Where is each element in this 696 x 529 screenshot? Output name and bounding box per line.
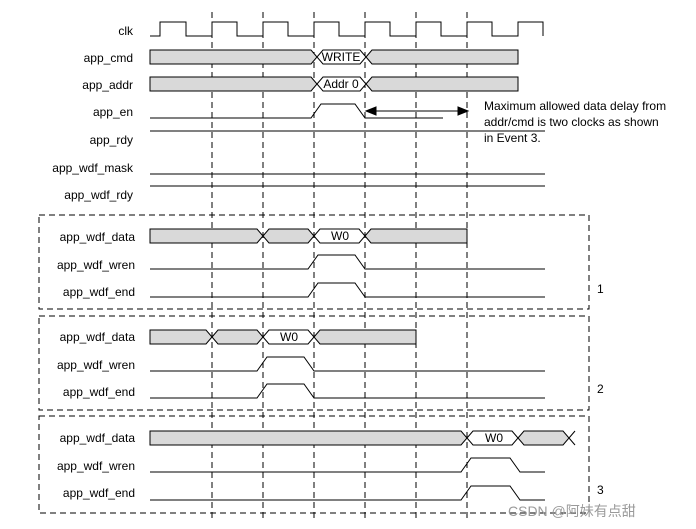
app-cmd-bus-tail — [365, 49, 519, 65]
signal-label-app-rdy: app_rdy — [90, 133, 133, 147]
annotation-line-3: in Event 3. — [484, 131, 541, 145]
event-numbers: 1 2 3 — [597, 282, 604, 497]
annotation-line-2: addr/cmd is two clocks as shown — [484, 115, 659, 129]
event-1-label-wdf-data: app_wdf_data — [60, 230, 136, 244]
event-1-wdf-data-bus — [149, 228, 264, 244]
app-cmd-value: WRITE — [322, 50, 361, 64]
watermark: CSDN @阿妹有点甜 — [508, 503, 636, 519]
event-3-wdf-data-seg — [517, 430, 570, 446]
event-2-wdf-data-bus — [149, 329, 213, 345]
event-1-box — [38, 214, 590, 310]
event-2-wdf-data-seg — [211, 329, 264, 345]
event-3-wdf-wren-waveform — [150, 457, 545, 473]
signal-label-app-wdf-rdy: app_wdf_rdy — [64, 188, 133, 202]
signal-label-app-en: app_en — [93, 105, 133, 119]
event-3-label-wdf-wren: app_wdf_wren — [57, 459, 135, 473]
app-addr-bus — [149, 76, 318, 92]
event-1-wdf-data-tail — [364, 228, 468, 244]
event-1-wdf-wren-waveform — [150, 254, 545, 270]
event-2-label-wdf-wren: app_wdf_wren — [57, 358, 135, 372]
annotation-line-1: Maximum allowed data delay from — [484, 99, 666, 113]
event-2-label-wdf-end: app_wdf_end — [63, 385, 135, 399]
event-3-number: 3 — [597, 483, 604, 497]
event-3-wdf-data-end-x — [568, 430, 576, 439]
event-1-label-wdf-end: app_wdf_end — [63, 285, 135, 299]
app-addr-bus-tail — [365, 76, 519, 92]
event-boxes — [38, 214, 590, 514]
event-3-wdf-data-bus — [149, 430, 468, 446]
event-1-wdf-end-waveform — [150, 282, 545, 298]
signal-label-app-wdf-mask: app_wdf_mask — [52, 161, 134, 175]
event-2-wdf-data-value-label: W0 — [280, 330, 298, 344]
event-3-wdf-data-value-label: W0 — [485, 431, 503, 445]
app-addr-value: Addr 0 — [323, 77, 359, 91]
event-2-number: 2 — [597, 382, 604, 396]
clk-waveform — [150, 21, 544, 37]
delay-arrow — [364, 106, 470, 116]
arrowhead-left — [364, 106, 377, 116]
event-2-wdf-wren-waveform — [150, 356, 545, 372]
annotation: Maximum allowed data delay from addr/cmd… — [484, 99, 666, 145]
event-2-label-wdf-data: app_wdf_data — [60, 330, 136, 344]
event-3-label-wdf-data: app_wdf_data — [60, 431, 136, 445]
event-3-label-wdf-end: app_wdf_end — [63, 486, 135, 500]
signal-labels: clk app_cmd app_addr app_en app_rdy app_… — [52, 24, 135, 500]
event-3-wdf-end-waveform — [150, 485, 545, 501]
signal-label-app-cmd: app_cmd — [84, 51, 133, 65]
bus-values: WRITE Addr 0 W0 W0 W0 — [280, 50, 503, 445]
event-2-box — [38, 315, 590, 411]
app-cmd-bus — [149, 49, 318, 65]
app-en-waveform — [150, 103, 443, 119]
event-1-number: 1 — [597, 282, 604, 296]
event-1-label-wdf-wren: app_wdf_wren — [57, 258, 135, 272]
event-2-wdf-data-tail — [313, 329, 417, 345]
signal-label-clk: clk — [118, 24, 134, 38]
event-1-wdf-data-value-label: W0 — [331, 229, 349, 243]
signal-label-app-addr: app_addr — [82, 78, 133, 92]
event-2-wdf-end-waveform — [150, 383, 545, 399]
waveforms — [149, 21, 576, 501]
arrowhead-right — [457, 106, 470, 116]
event-3-box — [38, 415, 590, 514]
event-1-wdf-data-seg — [262, 228, 315, 244]
event-3-wdf-data-end-x2 — [568, 437, 576, 446]
